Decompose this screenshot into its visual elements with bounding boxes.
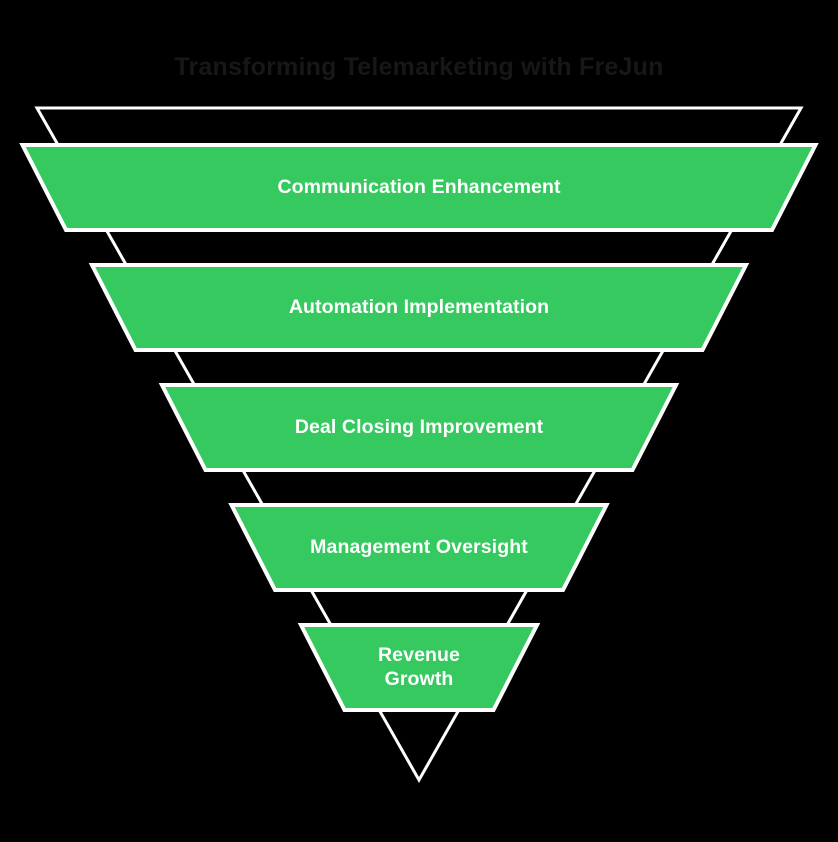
- funnel-segment-1-label: Communication Enhancement: [277, 176, 561, 198]
- funnel-segment-2-shape[interactable]: [88, 263, 750, 352]
- funnel-segment-2[interactable]: Automation Implementation: [88, 263, 750, 352]
- funnel-segment-5-label-line1: Revenue: [378, 644, 460, 666]
- funnel-segment-4-shape[interactable]: [228, 503, 610, 592]
- funnel-segment-1-shape[interactable]: [19, 143, 819, 232]
- funnel-segment-4-label: Management Oversight: [310, 536, 528, 558]
- funnel-segment-5-label-line2: Growth: [385, 668, 454, 690]
- funnel-segment-2-label: Automation Implementation: [289, 296, 549, 318]
- funnel-segment-3-label: Deal Closing Improvement: [295, 416, 544, 438]
- funnel-segment-3-shape[interactable]: [158, 383, 680, 472]
- funnel-segment-3[interactable]: Deal Closing Improvement: [158, 383, 680, 472]
- chart-title: Transforming Telemarketing with FreJun: [174, 53, 664, 81]
- funnel-segment-4[interactable]: Management Oversight: [228, 503, 610, 592]
- funnel-segment-1[interactable]: Communication Enhancement: [19, 143, 819, 232]
- funnel-segment-5[interactable]: Revenue Growth: [297, 623, 541, 712]
- funnel-segment-5-shape[interactable]: [297, 623, 541, 712]
